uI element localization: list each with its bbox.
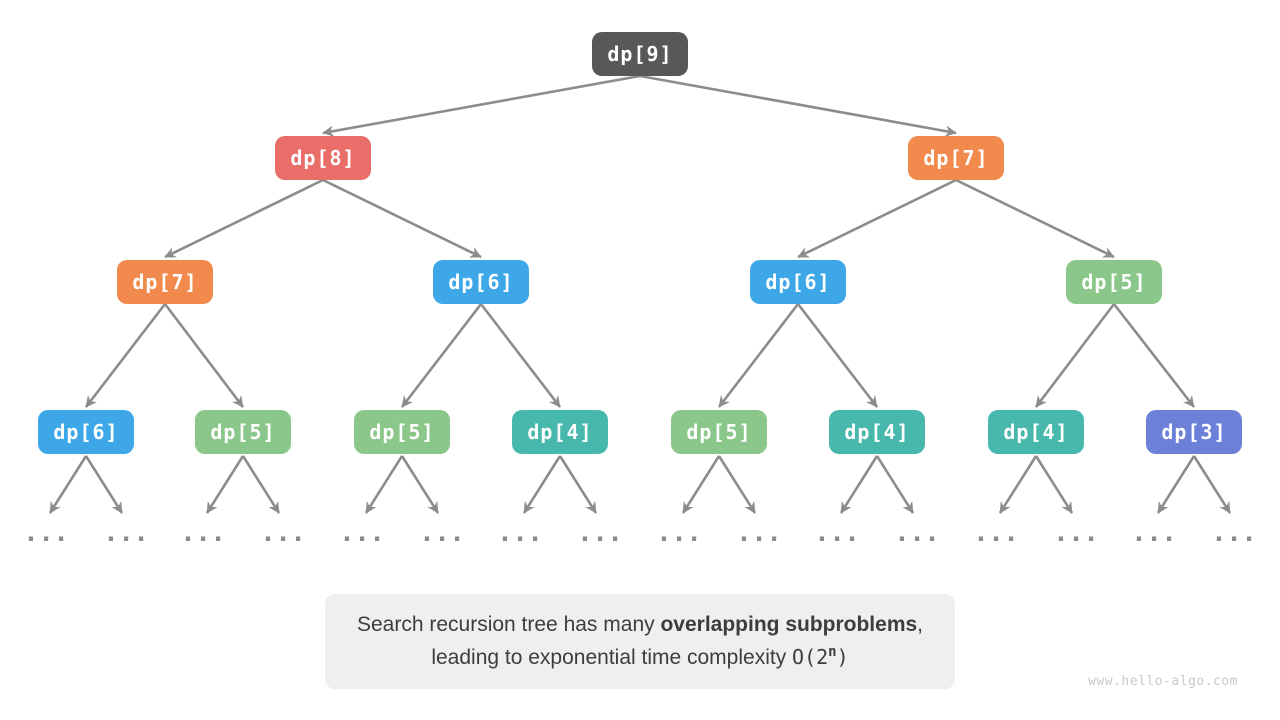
ellipsis-continuation: ... <box>659 519 705 547</box>
ellipsis-continuation: ... <box>817 519 863 547</box>
watermark-text: www.hello-algo.com <box>1088 674 1238 689</box>
tree-node-dp5-n11: dp[5] <box>671 410 767 454</box>
tree-edge-arrow <box>558 455 598 514</box>
tree-node-dp3-n14: dp[3] <box>1146 410 1242 454</box>
tree-edge-arrow <box>998 455 1038 514</box>
ellipsis-continuation: ... <box>263 519 309 547</box>
tree-edge-arrow <box>639 74 957 137</box>
ellipsis-continuation: ... <box>422 519 468 547</box>
tree-edge-arrow <box>322 74 641 137</box>
tree-node-dp7-n2: dp[7] <box>908 136 1004 180</box>
tree-edge-arrow <box>681 455 721 514</box>
tree-edge-arrow <box>1156 455 1196 514</box>
tree-node-dp5-n8: dp[5] <box>195 410 291 454</box>
tree-edge-arrow <box>48 455 88 514</box>
ellipsis-continuation: ... <box>342 519 388 547</box>
tree-edge-arrow <box>322 178 482 259</box>
tree-edge-arrow <box>205 455 245 514</box>
tree-node-dp8-n1: dp[8] <box>275 136 371 180</box>
ellipsis-continuation: ... <box>897 519 943 547</box>
caption-bold-text: overlapping subproblems <box>660 613 918 636</box>
ellipsis-continuation: ... <box>976 519 1022 547</box>
tree-edge-arrow <box>717 455 757 514</box>
tree-edge-arrow <box>796 303 879 408</box>
tree-edge-arrow <box>797 178 957 259</box>
ellipsis-continuation: ... <box>1056 519 1102 547</box>
tree-edge-arrow <box>1034 455 1074 514</box>
caption-line-2: leading to exponential time complexity O… <box>431 644 849 669</box>
ellipsis-continuation: ... <box>1214 519 1260 547</box>
ellipsis-continuation: ... <box>26 519 72 547</box>
tree-node-dp6-n5: dp[6] <box>750 260 846 304</box>
tree-edge-arrow <box>717 303 800 408</box>
tree-edge-arrow <box>479 303 562 408</box>
tree-edge-arrow <box>364 455 404 514</box>
tree-edge-arrow <box>241 455 281 514</box>
tree-node-dp9-n0: dp[9] <box>592 32 688 76</box>
tree-edge-arrow <box>1112 303 1196 408</box>
complexity-notation: O(2 <box>792 645 829 669</box>
tree-edge-arrow <box>839 455 879 514</box>
tree-edge-arrow <box>522 455 562 514</box>
tree-node-dp4-n13: dp[4] <box>988 410 1084 454</box>
tree-edge-arrow <box>164 178 324 259</box>
tree-edge-arrow <box>1034 303 1116 408</box>
tree-node-dp4-n10: dp[4] <box>512 410 608 454</box>
ellipsis-continuation: ... <box>580 519 626 547</box>
tree-node-dp6-n4: dp[6] <box>433 260 529 304</box>
tree-edge-arrow <box>400 455 440 514</box>
tree-node-dp4-n12: dp[4] <box>829 410 925 454</box>
tree-edge-arrow <box>84 455 124 514</box>
tree-edge-arrow <box>1192 455 1232 514</box>
ellipsis-continuation: ... <box>106 519 152 547</box>
complexity-exponent: n <box>828 644 837 660</box>
ellipsis-continuation: ... <box>183 519 229 547</box>
tree-edge-arrow <box>875 455 915 514</box>
tree-edge-arrow <box>163 303 245 408</box>
ellipsis-continuation: ... <box>1134 519 1180 547</box>
tree-node-dp5-n9: dp[5] <box>354 410 450 454</box>
ellipsis-continuation: ... <box>739 519 785 547</box>
caption-line-1: Search recursion tree has many overlappi… <box>356 613 924 636</box>
tree-node-dp7-n3: dp[7] <box>117 260 213 304</box>
tree-edge-arrow <box>400 303 483 408</box>
tree-node-dp5-n6: dp[5] <box>1066 260 1162 304</box>
caption-box: Search recursion tree has many overlappi… <box>324 594 956 689</box>
ellipsis-continuation: ... <box>500 519 546 547</box>
tree-node-dp6-n7: dp[6] <box>38 410 134 454</box>
tree-edge-arrow <box>84 303 167 408</box>
tree-edge-arrow <box>955 178 1115 259</box>
